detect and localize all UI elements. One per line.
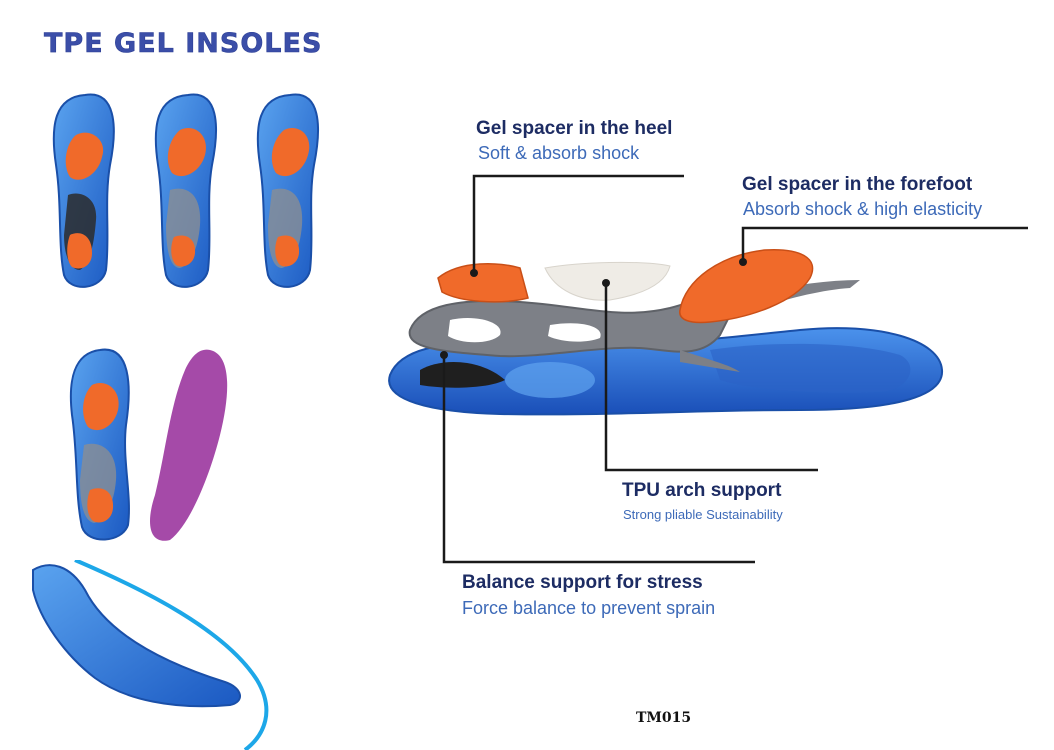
heel-callout-subtext: Soft & absorb shock xyxy=(478,143,640,163)
insole-thumbnail-2 xyxy=(154,93,217,288)
balance-callout-heading: Balance support for stress xyxy=(462,572,703,593)
insole-thumbnail-1 xyxy=(52,93,115,288)
balance-callout-subtext: Force balance to prevent sprain xyxy=(462,598,716,618)
insole-exploded-diagram xyxy=(388,249,944,416)
heel-callout-heading: Gel spacer in the heel xyxy=(476,118,673,139)
heel-gel-spacer xyxy=(437,262,529,303)
model-code: TM015 xyxy=(636,710,692,726)
insole-pair-view xyxy=(69,348,228,541)
forefoot-gel-spacer xyxy=(679,249,814,324)
insole-thumbnail-3 xyxy=(256,93,319,288)
forefoot-callout-subtext: Absorb shock & high elasticity xyxy=(743,199,983,219)
arch-callout-subtext: Strong pliable Sustainability xyxy=(623,507,783,522)
insole-side-view xyxy=(32,560,269,750)
forefoot-callout-heading: Gel spacer in the forefoot xyxy=(742,174,973,195)
insole-top-views xyxy=(52,93,319,288)
arch-callout-heading: TPU arch support xyxy=(622,480,782,501)
page-title: TPE GEL INSOLES xyxy=(44,28,323,60)
